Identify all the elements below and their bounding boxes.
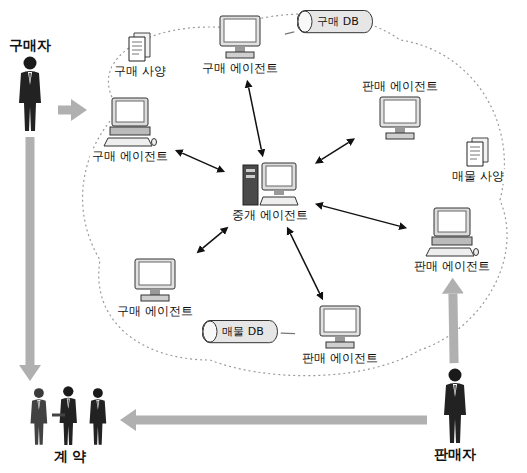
node-label: 판매 에이전트	[412, 259, 492, 273]
message-arrow	[323, 206, 400, 226]
monitor-icon	[130, 257, 180, 303]
node-label: 구매 에이전트	[90, 149, 170, 163]
db-link	[281, 333, 295, 335]
buyer-agent: 구매 에이전트	[113, 256, 197, 319]
spec-document: 매물 사양	[448, 135, 508, 184]
cylinder-body	[202, 321, 278, 343]
seller-agent: 판매 에이전트	[358, 78, 442, 141]
buyer-agent: 구매 에이전트	[198, 13, 282, 76]
flow-arrow	[58, 106, 71, 115]
node-label: 중개 에이전트	[230, 208, 310, 222]
doc-icon	[464, 136, 492, 168]
group-icon	[25, 385, 115, 447]
broker-agent: 중개 에이전트	[228, 160, 312, 223]
node-label: 판매 에이전트	[300, 351, 380, 365]
cylinder-body	[297, 11, 373, 33]
node-label: 판매 에이전트	[360, 79, 440, 93]
pc-icon	[424, 206, 480, 258]
database-cylinder: 매물 DB	[202, 320, 278, 343]
node-label: 판매자	[432, 446, 478, 463]
buyer-person: 구매자	[5, 36, 55, 134]
node-label: 매물 DB	[220, 325, 266, 338]
message-arrow	[322, 143, 349, 160]
person-icon	[17, 55, 43, 133]
node-label: 구매 에이전트	[115, 304, 195, 318]
message-arrow	[249, 88, 262, 150]
doc-icon	[126, 31, 154, 63]
buyer-agent: 구매 에이전트	[88, 95, 172, 164]
message-arrow	[203, 232, 223, 248]
flow-arrow	[136, 416, 427, 425]
seller-person: 판매자	[430, 366, 480, 464]
cylinder-end	[203, 321, 217, 342]
monitor-icon	[315, 304, 365, 350]
message-arrow	[182, 153, 218, 169]
spec-document: 구매 사양	[110, 30, 170, 79]
flow-arrow	[453, 294, 454, 363]
person-icon	[442, 367, 468, 445]
monitor-icon	[375, 95, 425, 141]
node-label: 구매 에이전트	[200, 61, 280, 75]
node-label: 매물 사양	[450, 169, 506, 183]
monitor-icon	[215, 14, 265, 60]
database-cylinder: 구매 DB	[297, 10, 373, 33]
contract-group: 계 약	[23, 384, 117, 466]
network-cloud	[83, 14, 507, 376]
cylinder-end	[298, 11, 312, 32]
seller-agent: 판매 에이전트	[410, 205, 494, 274]
node-label: 구매 DB	[315, 15, 361, 28]
db-link	[285, 32, 294, 34]
seller-agent: 판매 에이전트	[298, 303, 382, 366]
message-arrow	[290, 234, 319, 293]
pc-icon	[102, 96, 158, 148]
node-label: 구매 사양	[112, 64, 168, 78]
node-label: 구매자	[7, 37, 53, 54]
server-icon	[241, 161, 299, 207]
node-label: 계 약	[52, 448, 89, 465]
flow-arrow	[26, 137, 35, 365]
